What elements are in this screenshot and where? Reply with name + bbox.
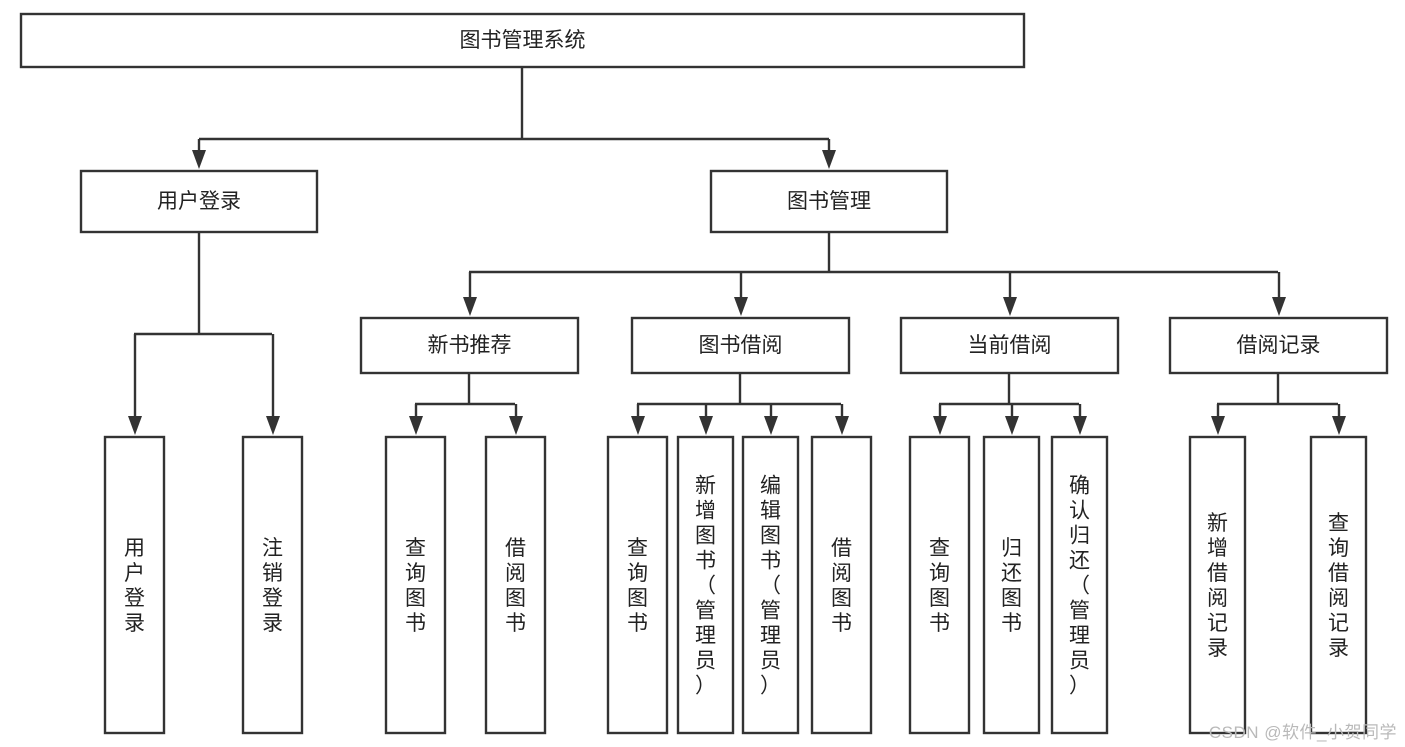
arrow-head-icon bbox=[631, 416, 645, 435]
arrow-head-icon bbox=[1073, 416, 1087, 435]
arrow-head-icon bbox=[764, 416, 778, 435]
node-label: 查询图书 bbox=[627, 537, 648, 635]
arrow-head-icon bbox=[1272, 297, 1286, 316]
arrow-head-icon bbox=[463, 297, 477, 316]
node-book-manage[interactable]: 图书管理 bbox=[709, 169, 949, 234]
node-label: 编辑图书（管理员） bbox=[760, 475, 781, 698]
node-label: 确认归还（管理员） bbox=[1069, 475, 1090, 698]
node-label: 新增借阅记录 bbox=[1207, 512, 1228, 660]
node-label: 用户登录 bbox=[157, 190, 241, 213]
node-label: 查询图书 bbox=[929, 537, 950, 635]
node-box bbox=[908, 435, 971, 735]
node-book-borrow[interactable]: 图书借阅 bbox=[630, 316, 851, 375]
node-leaf-edit-book[interactable]: 编辑图书（管理员） bbox=[741, 435, 800, 735]
arrow-head-icon bbox=[409, 416, 423, 435]
node-label: 新书推荐 bbox=[428, 334, 512, 357]
node-label: 图书管理系统 bbox=[460, 29, 586, 52]
node-label: 新增图书（管理员） bbox=[695, 475, 716, 698]
node-leaf-logout[interactable]: 注销登录 bbox=[241, 435, 304, 735]
node-label: 注销登录 bbox=[262, 537, 283, 635]
node-label: 借阅图书 bbox=[831, 537, 852, 635]
node-box bbox=[676, 435, 735, 735]
node-box bbox=[606, 435, 669, 735]
node-leaf-borrow-book-2[interactable]: 借阅图书 bbox=[810, 435, 873, 735]
node-box bbox=[1050, 435, 1109, 735]
node-box bbox=[1309, 435, 1368, 735]
node-new-book-rec[interactable]: 新书推荐 bbox=[359, 316, 580, 375]
arrow-head-icon bbox=[1003, 297, 1017, 316]
arrow-head-icon bbox=[266, 416, 280, 435]
arrow-head-icon bbox=[822, 150, 836, 169]
arrow-head-icon bbox=[192, 150, 206, 169]
node-label: 图书管理 bbox=[787, 190, 871, 213]
edges-layer bbox=[128, 67, 1346, 435]
node-root[interactable]: 图书管理系统 bbox=[19, 12, 1026, 69]
node-box bbox=[384, 435, 447, 735]
node-leaf-query-book-3[interactable]: 查询图书 bbox=[908, 435, 971, 735]
node-label: 用户登录 bbox=[124, 537, 145, 635]
arrow-head-icon bbox=[699, 416, 713, 435]
node-leaf-query-record[interactable]: 查询借阅记录 bbox=[1309, 435, 1368, 735]
node-label: 查询图书 bbox=[405, 537, 426, 635]
arrow-head-icon bbox=[835, 416, 849, 435]
node-label: 当前借阅 bbox=[968, 334, 1052, 357]
node-box bbox=[810, 435, 873, 735]
node-borrow-record[interactable]: 借阅记录 bbox=[1168, 316, 1389, 375]
node-box bbox=[741, 435, 800, 735]
node-leaf-query-book-2[interactable]: 查询图书 bbox=[606, 435, 669, 735]
arrow-head-icon bbox=[1211, 416, 1225, 435]
node-leaf-add-book[interactable]: 新增图书（管理员） bbox=[676, 435, 735, 735]
node-label: 归还图书 bbox=[1001, 537, 1022, 635]
node-box bbox=[484, 435, 547, 735]
arrow-head-icon bbox=[128, 416, 142, 435]
node-box bbox=[982, 435, 1041, 735]
node-leaf-query-book-1[interactable]: 查询图书 bbox=[384, 435, 447, 735]
node-leaf-user-login[interactable]: 用户登录 bbox=[103, 435, 166, 735]
arrow-head-icon bbox=[1005, 416, 1019, 435]
node-leaf-borrow-book-1[interactable]: 借阅图书 bbox=[484, 435, 547, 735]
node-box bbox=[79, 169, 319, 234]
node-box bbox=[241, 435, 304, 735]
node-label: 查询借阅记录 bbox=[1328, 512, 1349, 660]
node-label: 借阅记录 bbox=[1237, 334, 1321, 357]
node-box bbox=[1168, 316, 1389, 375]
arrow-head-icon bbox=[1332, 416, 1346, 435]
node-label: 图书借阅 bbox=[699, 334, 783, 357]
node-leaf-add-record[interactable]: 新增借阅记录 bbox=[1188, 435, 1247, 735]
nodes-layer: 图书管理系统用户登录图书管理新书推荐图书借阅当前借阅借阅记录用户登录注销登录查询… bbox=[19, 12, 1389, 735]
node-user-login[interactable]: 用户登录 bbox=[79, 169, 319, 234]
node-box bbox=[630, 316, 851, 375]
node-box bbox=[359, 316, 580, 375]
node-box bbox=[1188, 435, 1247, 735]
node-box bbox=[709, 169, 949, 234]
arrow-head-icon bbox=[933, 416, 947, 435]
node-current-borrow[interactable]: 当前借阅 bbox=[899, 316, 1120, 375]
node-box bbox=[19, 12, 1026, 69]
node-leaf-confirm-return[interactable]: 确认归还（管理员） bbox=[1050, 435, 1109, 735]
arrow-head-icon bbox=[734, 297, 748, 316]
node-box bbox=[103, 435, 166, 735]
node-label: 借阅图书 bbox=[505, 537, 526, 635]
node-box bbox=[899, 316, 1120, 375]
node-leaf-return-book[interactable]: 归还图书 bbox=[982, 435, 1041, 735]
arrow-head-icon bbox=[509, 416, 523, 435]
